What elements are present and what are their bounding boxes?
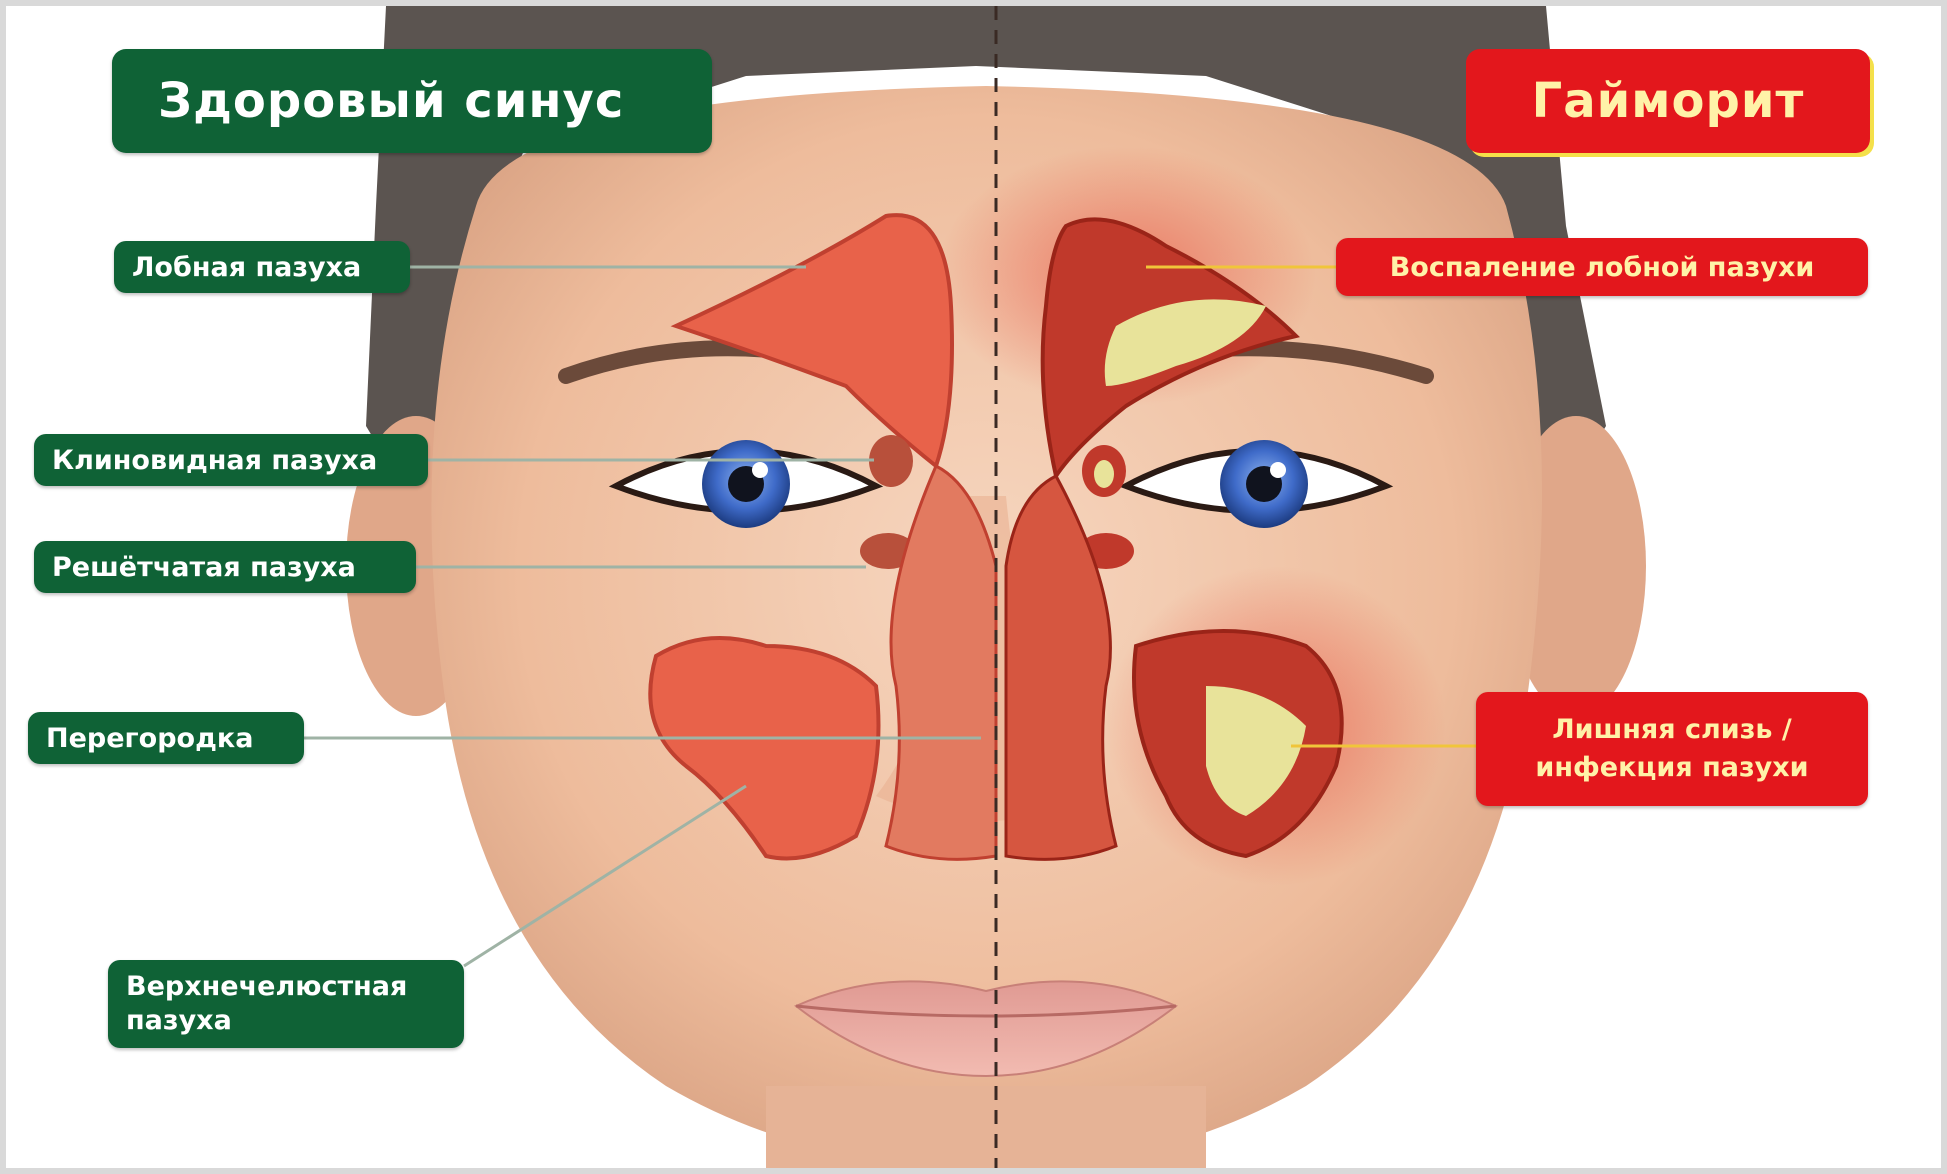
sphenoid-mucus bbox=[1094, 460, 1114, 488]
sinusitis-title: Гайморит bbox=[1466, 49, 1870, 153]
healthy-sphenoid-sinus bbox=[869, 435, 913, 487]
label-mucus-line2: инфекция пазухи bbox=[1535, 749, 1808, 787]
label-maxillary-line1: Верхнечелюстная bbox=[126, 970, 407, 1004]
label-septum: Перегородка bbox=[28, 712, 304, 764]
label-frontal-sinus: Лобная пазуха bbox=[114, 241, 410, 293]
label-ethmoid-sinus: Решётчатая пазуха bbox=[34, 541, 416, 593]
label-excess-mucus: Лишняя слизь / инфекция пазухи bbox=[1476, 692, 1868, 806]
label-maxillary-line2: пазуха bbox=[126, 1004, 407, 1038]
label-mucus-line1: Лишняя слизь / bbox=[1535, 711, 1808, 749]
label-frontal-inflammation: Воспаление лобной пазухи bbox=[1336, 238, 1868, 296]
healthy-sinus-title: Здоровый синус bbox=[112, 49, 712, 153]
neck bbox=[766, 1086, 1206, 1168]
label-sphenoid-sinus: Клиновидная пазуха bbox=[34, 434, 428, 486]
diagram-frame: Здоровый синус Гайморит Лобная пазуха Кл… bbox=[6, 6, 1941, 1168]
label-maxillary-sinus: Верхнечелюстная пазуха bbox=[108, 960, 464, 1048]
